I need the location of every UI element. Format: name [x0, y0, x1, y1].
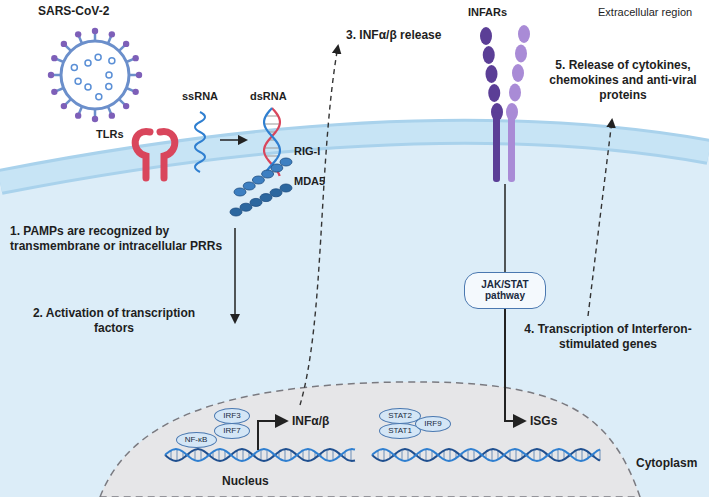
node-text: STAT1: [388, 426, 412, 435]
nucleus: [100, 382, 640, 497]
text-label: 1. PAMPs are recognized by transmembrane…: [10, 224, 225, 254]
arrow: [258, 421, 286, 450]
text-label: SARS-CoV-2: [38, 4, 109, 19]
text-label: Extracellular region: [598, 6, 692, 20]
dashed-arrow: [300, 46, 338, 405]
virus-icon: [48, 28, 142, 122]
text-label: ssRNA: [182, 90, 218, 104]
pathway-box: JAK/STAT pathway: [464, 272, 546, 309]
text-label: 5. Release of cytokines, chemokines and …: [540, 58, 706, 103]
node-text: STAT2: [388, 411, 412, 420]
transcription-factor: IRF9: [415, 416, 451, 432]
transcription-factor: IRF7: [214, 423, 250, 439]
tlr-receptor: [135, 132, 175, 178]
node-text: NF-κB: [185, 435, 208, 444]
text-label: 4. Transcription of Interferon-stimulate…: [510, 322, 706, 352]
text-label: ISGs: [530, 414, 557, 429]
dashed-arrow: [588, 120, 612, 316]
node-text: IRF7: [223, 426, 240, 435]
text-label: Nucleus: [222, 474, 269, 489]
arrow: [234, 228, 236, 322]
text-label: MDA5: [294, 175, 325, 189]
cytoplasm: [0, 132, 709, 497]
prr-proteins: [230, 158, 292, 216]
text-label: RIG-I: [294, 145, 320, 159]
arrow: [220, 139, 246, 141]
pathway-line: [504, 184, 506, 272]
dna: [165, 449, 600, 461]
text-label: TLRs: [96, 128, 124, 142]
node-text: IRF3: [223, 411, 240, 420]
text-label: 3. INFα/β release: [346, 28, 441, 43]
text-label: INFARs: [468, 6, 507, 20]
node-text: JAK/STAT pathway: [475, 279, 535, 302]
text-label: Cytoplasm: [636, 456, 697, 471]
arrow: [505, 308, 524, 421]
transcription-factor: NF-κB: [176, 432, 217, 448]
ssrna: [195, 112, 205, 172]
transcription-factor: IRF3: [214, 408, 250, 424]
text-label: 2. Activation of transcription factors: [30, 306, 198, 336]
infar-receptor: [480, 25, 530, 182]
node-text: IRF9: [424, 419, 441, 428]
text-label: dsRNA: [250, 90, 287, 104]
text-label: INFα/β: [292, 414, 329, 429]
